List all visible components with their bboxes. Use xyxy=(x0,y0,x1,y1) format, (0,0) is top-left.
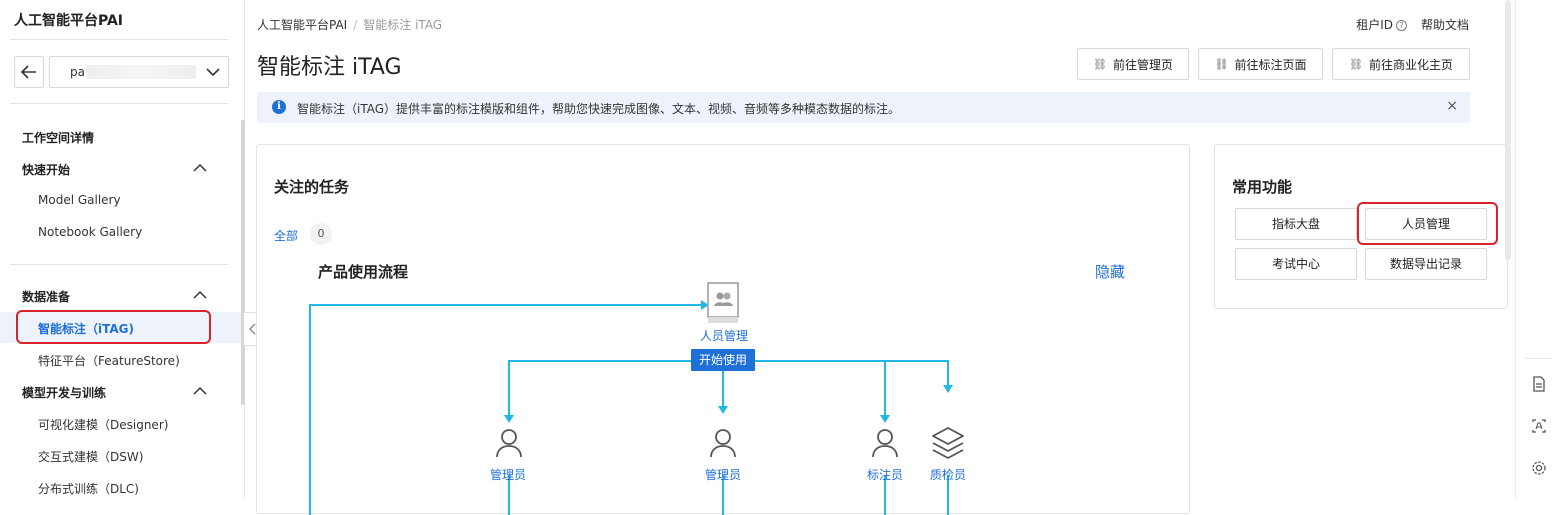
nav-item-notebook-gallery[interactable]: Notebook Gallery xyxy=(38,225,143,239)
highlight-box xyxy=(16,310,211,344)
main-scrollbar[interactable] xyxy=(1505,0,1511,260)
breadcrumb-root[interactable]: 人工智能平台PAI xyxy=(257,18,348,32)
arrow-left-icon xyxy=(21,65,36,79)
card-title: 关注的任务 xyxy=(274,178,350,196)
nav-item-dlc[interactable]: 分布式训练（DLC) xyxy=(38,482,139,496)
help-doc-link[interactable]: 帮助文档 xyxy=(1420,18,1469,32)
chevron-up-icon[interactable] xyxy=(193,386,207,396)
divider xyxy=(10,264,229,265)
brand-title: 人工智能平台PAI xyxy=(14,13,124,29)
divider xyxy=(1524,358,1552,359)
right-tool-rail xyxy=(1515,0,1559,499)
flow-title: 产品使用流程 xyxy=(318,263,409,281)
start-using-button[interactable]: 开始使用 xyxy=(691,349,755,371)
sidebar-scrollbar[interactable] xyxy=(241,120,245,405)
people-management-node-icon[interactable] xyxy=(707,282,739,324)
nav-workspace-details[interactable]: 工作空间详情 xyxy=(22,131,95,145)
notice-text: 智能标注（iTAG）提供丰富的标注模版和组件，帮助您快速完成图像、文本、视频、音… xyxy=(297,102,901,116)
document-icon[interactable] xyxy=(1531,376,1547,392)
nav-group-data-prep[interactable]: 数据准备 xyxy=(22,290,71,304)
exam-center-button[interactable]: 考试中心 xyxy=(1235,248,1357,280)
user-icon xyxy=(872,429,898,458)
nav-item-designer[interactable]: 可视化建模（Designer) xyxy=(38,418,169,432)
user-icon xyxy=(710,429,736,458)
nav-item-model-gallery[interactable]: Model Gallery xyxy=(38,193,121,207)
link-icon: ⛓ xyxy=(1093,57,1107,71)
user-icon xyxy=(496,429,522,458)
help-icon: ? xyxy=(1395,20,1407,31)
workspace-name: pa xyxy=(70,65,85,79)
top-links: 租户ID? 帮助文档 xyxy=(1356,16,1469,33)
flow-role-annotator[interactable]: 标注员 xyxy=(867,468,904,482)
flow-role-admin-2[interactable]: 管理员 xyxy=(705,468,742,482)
link-icon: ⛓ xyxy=(1349,57,1363,71)
close-icon[interactable]: × xyxy=(1446,98,1458,114)
flow-role-qa[interactable]: 质检员 xyxy=(930,468,967,482)
breadcrumb-current: 智能标注 iTAG xyxy=(363,18,443,32)
breadcrumb: 人工智能平台PAI/智能标注 iTAG xyxy=(257,18,443,32)
nav-item-itag[interactable]: 智能标注（iTAG) xyxy=(38,322,134,336)
goto-commercial-button[interactable]: ⛓前往商业化主页 xyxy=(1332,48,1470,80)
link-icon: ⛓ xyxy=(1214,57,1229,71)
api-icon[interactable] xyxy=(1531,418,1547,434)
gear-icon[interactable] xyxy=(1531,460,1547,476)
flow-diagram-lines xyxy=(309,300,953,515)
nav-item-featurestore[interactable]: 特征平台（FeatureStore) xyxy=(38,354,180,368)
divider xyxy=(10,39,229,40)
followed-tasks-card: 关注的任务 全部 0 产品使用流程 隐藏 人员管理 开始使用 xyxy=(256,144,1190,515)
chevron-left-icon xyxy=(248,323,255,335)
common-functions-card: 常用功能 指标大盘 人员管理 考试中心 数据导出记录 xyxy=(1214,144,1508,309)
nav-item-dsw[interactable]: 交互式建模（DSW) xyxy=(38,450,144,464)
divider xyxy=(10,103,229,104)
tab-count-badge: 0 xyxy=(310,223,332,245)
back-button[interactable] xyxy=(14,56,44,88)
hide-flow-link[interactable]: 隐藏 xyxy=(1095,263,1126,281)
card-title: 常用功能 xyxy=(1232,178,1293,196)
flow-role-admin[interactable]: 管理员 xyxy=(490,468,527,482)
chevron-down-icon xyxy=(206,68,220,77)
tenant-id-link[interactable]: 租户ID? xyxy=(1356,16,1407,33)
people-management-button[interactable]: 人员管理 xyxy=(1365,208,1487,240)
tab-all[interactable]: 全部 xyxy=(274,229,299,243)
page-title: 智能标注 iTAG xyxy=(257,55,402,80)
metrics-dashboard-button[interactable]: 指标大盘 xyxy=(1235,208,1357,240)
info-icon: i xyxy=(272,100,286,114)
sidebar: 人工智能平台PAI pa 工作空间详情 快速开始 Model Gallery N… xyxy=(0,0,245,499)
nav-active-background xyxy=(0,312,244,343)
nav-group-quick-start[interactable]: 快速开始 xyxy=(22,163,71,177)
info-notice: i 智能标注（iTAG）提供丰富的标注模版和组件，帮助您快速完成图像、文本、视频… xyxy=(257,92,1470,123)
goto-admin-button[interactable]: ⛓前往管理页 xyxy=(1077,48,1189,80)
workspace-name-redacted xyxy=(86,65,196,79)
flow-node-people-management[interactable]: 人员管理 xyxy=(700,329,749,343)
workspace-select[interactable]: pa xyxy=(49,56,229,88)
goto-labeling-button[interactable]: ⛓前往标注页面 xyxy=(1198,48,1323,80)
highlight-box xyxy=(1357,202,1498,245)
layers-icon xyxy=(932,427,964,459)
chevron-up-icon[interactable] xyxy=(193,163,207,173)
nav-group-model-dev[interactable]: 模型开发与训练 xyxy=(22,386,107,400)
chevron-up-icon[interactable] xyxy=(193,290,207,300)
data-export-records-button[interactable]: 数据导出记录 xyxy=(1365,248,1487,280)
